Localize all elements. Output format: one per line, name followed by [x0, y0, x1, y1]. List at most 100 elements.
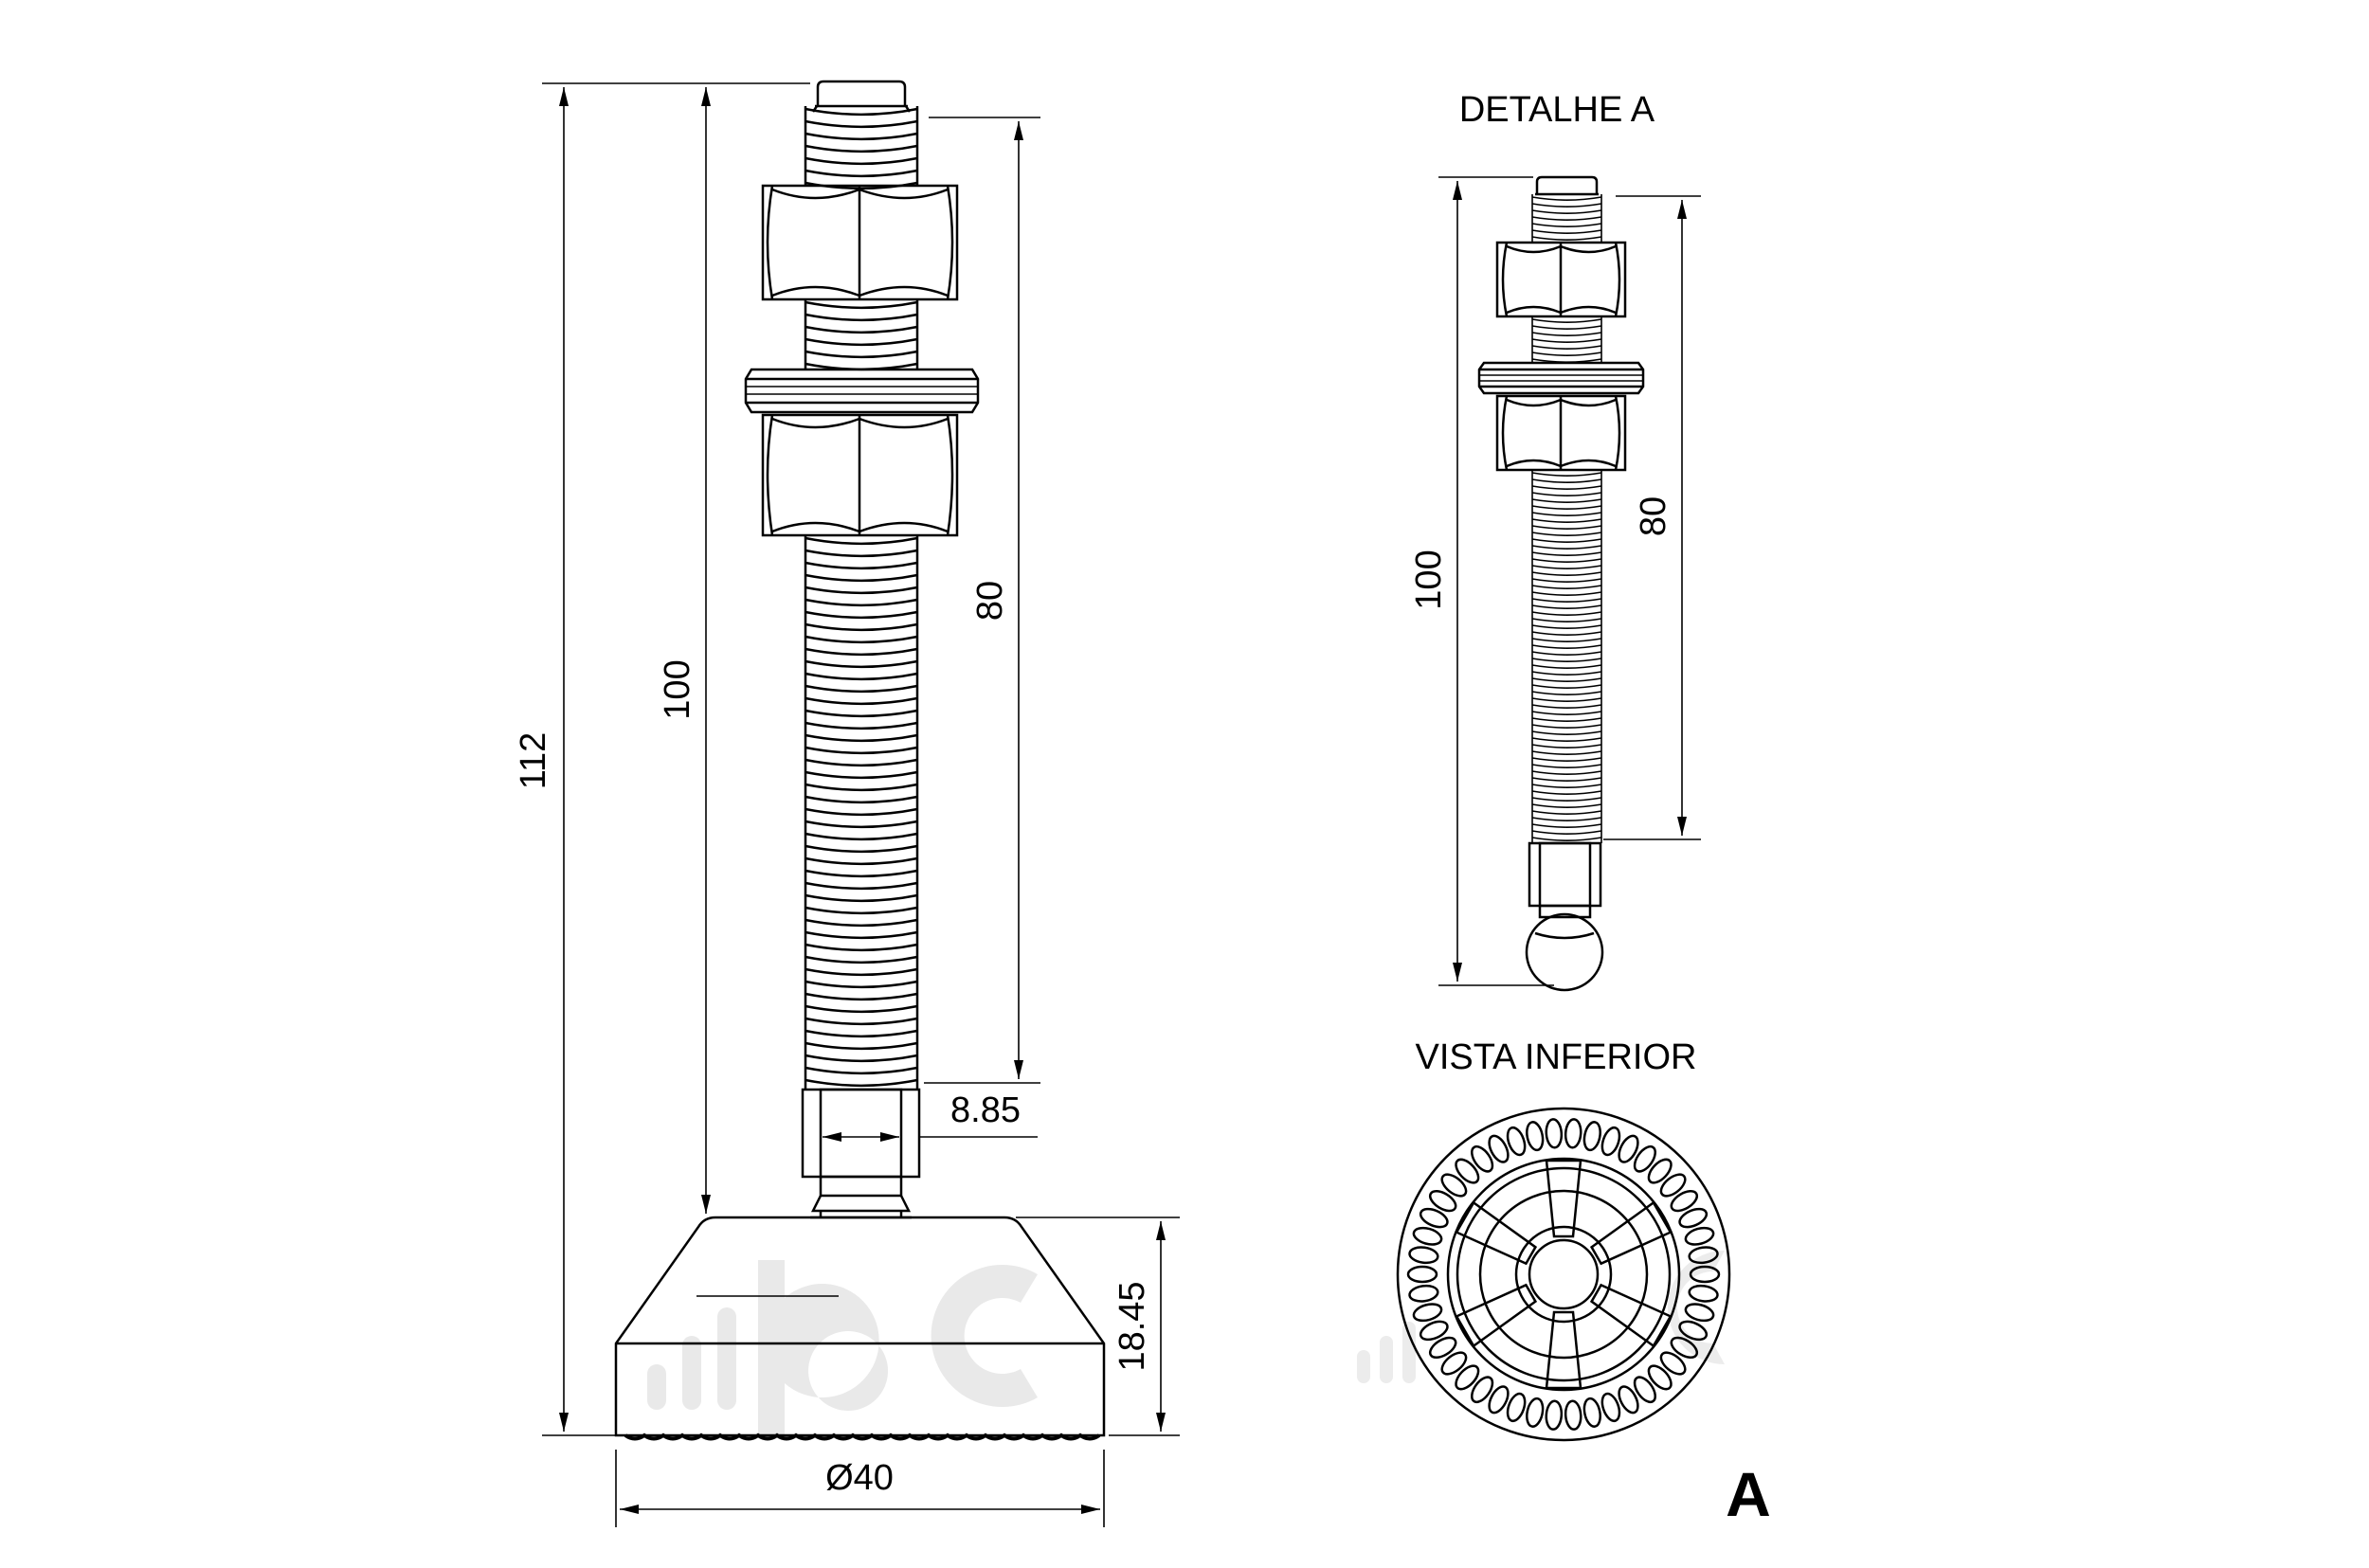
thread-crest — [805, 844, 918, 854]
ring-bead — [1600, 1126, 1621, 1157]
dim-thread-length: 80 — [970, 581, 1010, 621]
thread-crest — [805, 684, 918, 694]
base-pad — [614, 1216, 1106, 1441]
thread-crest — [1531, 351, 1602, 356]
thread-crest — [1531, 730, 1602, 735]
thread-crest — [1531, 651, 1602, 656]
thread-crest — [805, 144, 918, 153]
thread-crest — [805, 856, 918, 866]
thread-crest — [1531, 830, 1602, 835]
thread-crest — [1531, 790, 1602, 795]
thread-crest — [805, 350, 918, 359]
thread-crest — [1531, 784, 1602, 788]
thread-crest — [805, 1078, 918, 1088]
thread-crest — [1531, 345, 1602, 350]
thread-crest — [1531, 823, 1602, 828]
thread-crest — [805, 807, 918, 817]
thread-crest — [1531, 571, 1602, 576]
ring-bead — [1582, 1121, 1601, 1152]
detail-a-view: DETALHE A — [1409, 90, 1701, 992]
thread-crest — [805, 586, 918, 595]
thread-crest — [1531, 485, 1602, 490]
thread-crest — [1531, 338, 1602, 343]
spoke — [1455, 1200, 1538, 1266]
ring-bead — [1678, 1207, 1709, 1229]
ring-bead — [1684, 1226, 1715, 1246]
main-dimensions: 112 100 80 8.85 18.45 Ø40 — [514, 82, 1180, 1527]
ring-bead — [1471, 1376, 1494, 1404]
ring-bead — [1455, 1364, 1480, 1391]
thread-crest — [805, 635, 918, 644]
detail-a-title: DETALHE A — [1459, 90, 1655, 130]
thread-crest — [1531, 236, 1602, 241]
ring-bead — [1545, 1399, 1564, 1431]
thread-crest — [1531, 332, 1602, 336]
thread-crest — [805, 1029, 918, 1038]
thread-crest — [805, 610, 918, 620]
thread-crest — [805, 881, 918, 891]
bottom-view-title: VISTA INFERIOR — [1415, 1037, 1696, 1077]
thread-crest — [805, 549, 918, 558]
detail-lower-nut — [1495, 394, 1627, 472]
thread-crest — [805, 758, 918, 767]
thread-crest — [805, 156, 918, 166]
thread-crest — [805, 721, 918, 730]
thread-crest — [1531, 532, 1602, 536]
thread-crest — [805, 770, 918, 780]
thread-crest — [1531, 803, 1602, 808]
thread-crest — [1531, 797, 1602, 802]
thread-crest — [1531, 498, 1602, 503]
detail-dim-height-100: 100 — [1409, 550, 1449, 609]
main-thread — [804, 106, 919, 1090]
ring-bead — [1647, 1158, 1673, 1184]
thread-crest — [1531, 717, 1602, 722]
detail-callout-label: A — [1726, 1459, 1771, 1529]
ring-bead — [1406, 1265, 1438, 1284]
thread-crest — [1531, 545, 1602, 550]
ring-bead — [1670, 1336, 1699, 1360]
thread-crest — [1531, 492, 1602, 496]
ring-bead — [1419, 1320, 1449, 1342]
thread-crest — [1531, 677, 1602, 682]
thread-crest — [1531, 203, 1602, 207]
ring-bead — [1506, 1392, 1527, 1423]
thread-crest — [805, 746, 918, 755]
detail-dim-thread-length: 80 — [1634, 496, 1673, 536]
spoke — [1545, 1310, 1582, 1390]
thread-crest — [1531, 757, 1602, 762]
thread-crest — [1531, 196, 1602, 201]
thread-crest — [805, 647, 918, 657]
thread-crest — [805, 561, 918, 570]
ring-bead — [1678, 1320, 1709, 1342]
thread-crest — [805, 107, 918, 117]
thread-crest — [1531, 711, 1602, 715]
thread-crest — [1531, 525, 1602, 530]
thread-crest — [805, 536, 918, 546]
thread-crest — [805, 696, 918, 706]
ring-bead — [1564, 1118, 1582, 1149]
spoke — [1589, 1200, 1673, 1266]
dim-base-diameter: Ø40 — [825, 1458, 894, 1498]
thread-crest — [805, 598, 918, 607]
thread-crest — [1531, 318, 1602, 323]
thread-crest — [1531, 817, 1602, 821]
thread-crest — [1531, 724, 1602, 729]
ring-bead — [1412, 1303, 1443, 1323]
thread-crest — [805, 980, 918, 989]
thread-crest — [1531, 358, 1602, 363]
ring-bead — [1659, 1351, 1687, 1376]
ring-bead — [1488, 1134, 1510, 1163]
ring-bead — [1600, 1392, 1621, 1423]
ring-bead — [1618, 1385, 1639, 1415]
thread-crest — [805, 893, 918, 903]
ring-bead — [1455, 1158, 1480, 1184]
thread-crest — [1531, 558, 1602, 563]
ring-bead — [1633, 1144, 1656, 1173]
thread-crest — [805, 622, 918, 632]
thread-crest — [805, 1041, 918, 1051]
thread-crest — [805, 300, 918, 310]
thread-crest — [805, 313, 918, 322]
thread-crest — [805, 659, 918, 669]
thread-crest — [1531, 664, 1602, 669]
stud-neck — [801, 1088, 921, 1219]
